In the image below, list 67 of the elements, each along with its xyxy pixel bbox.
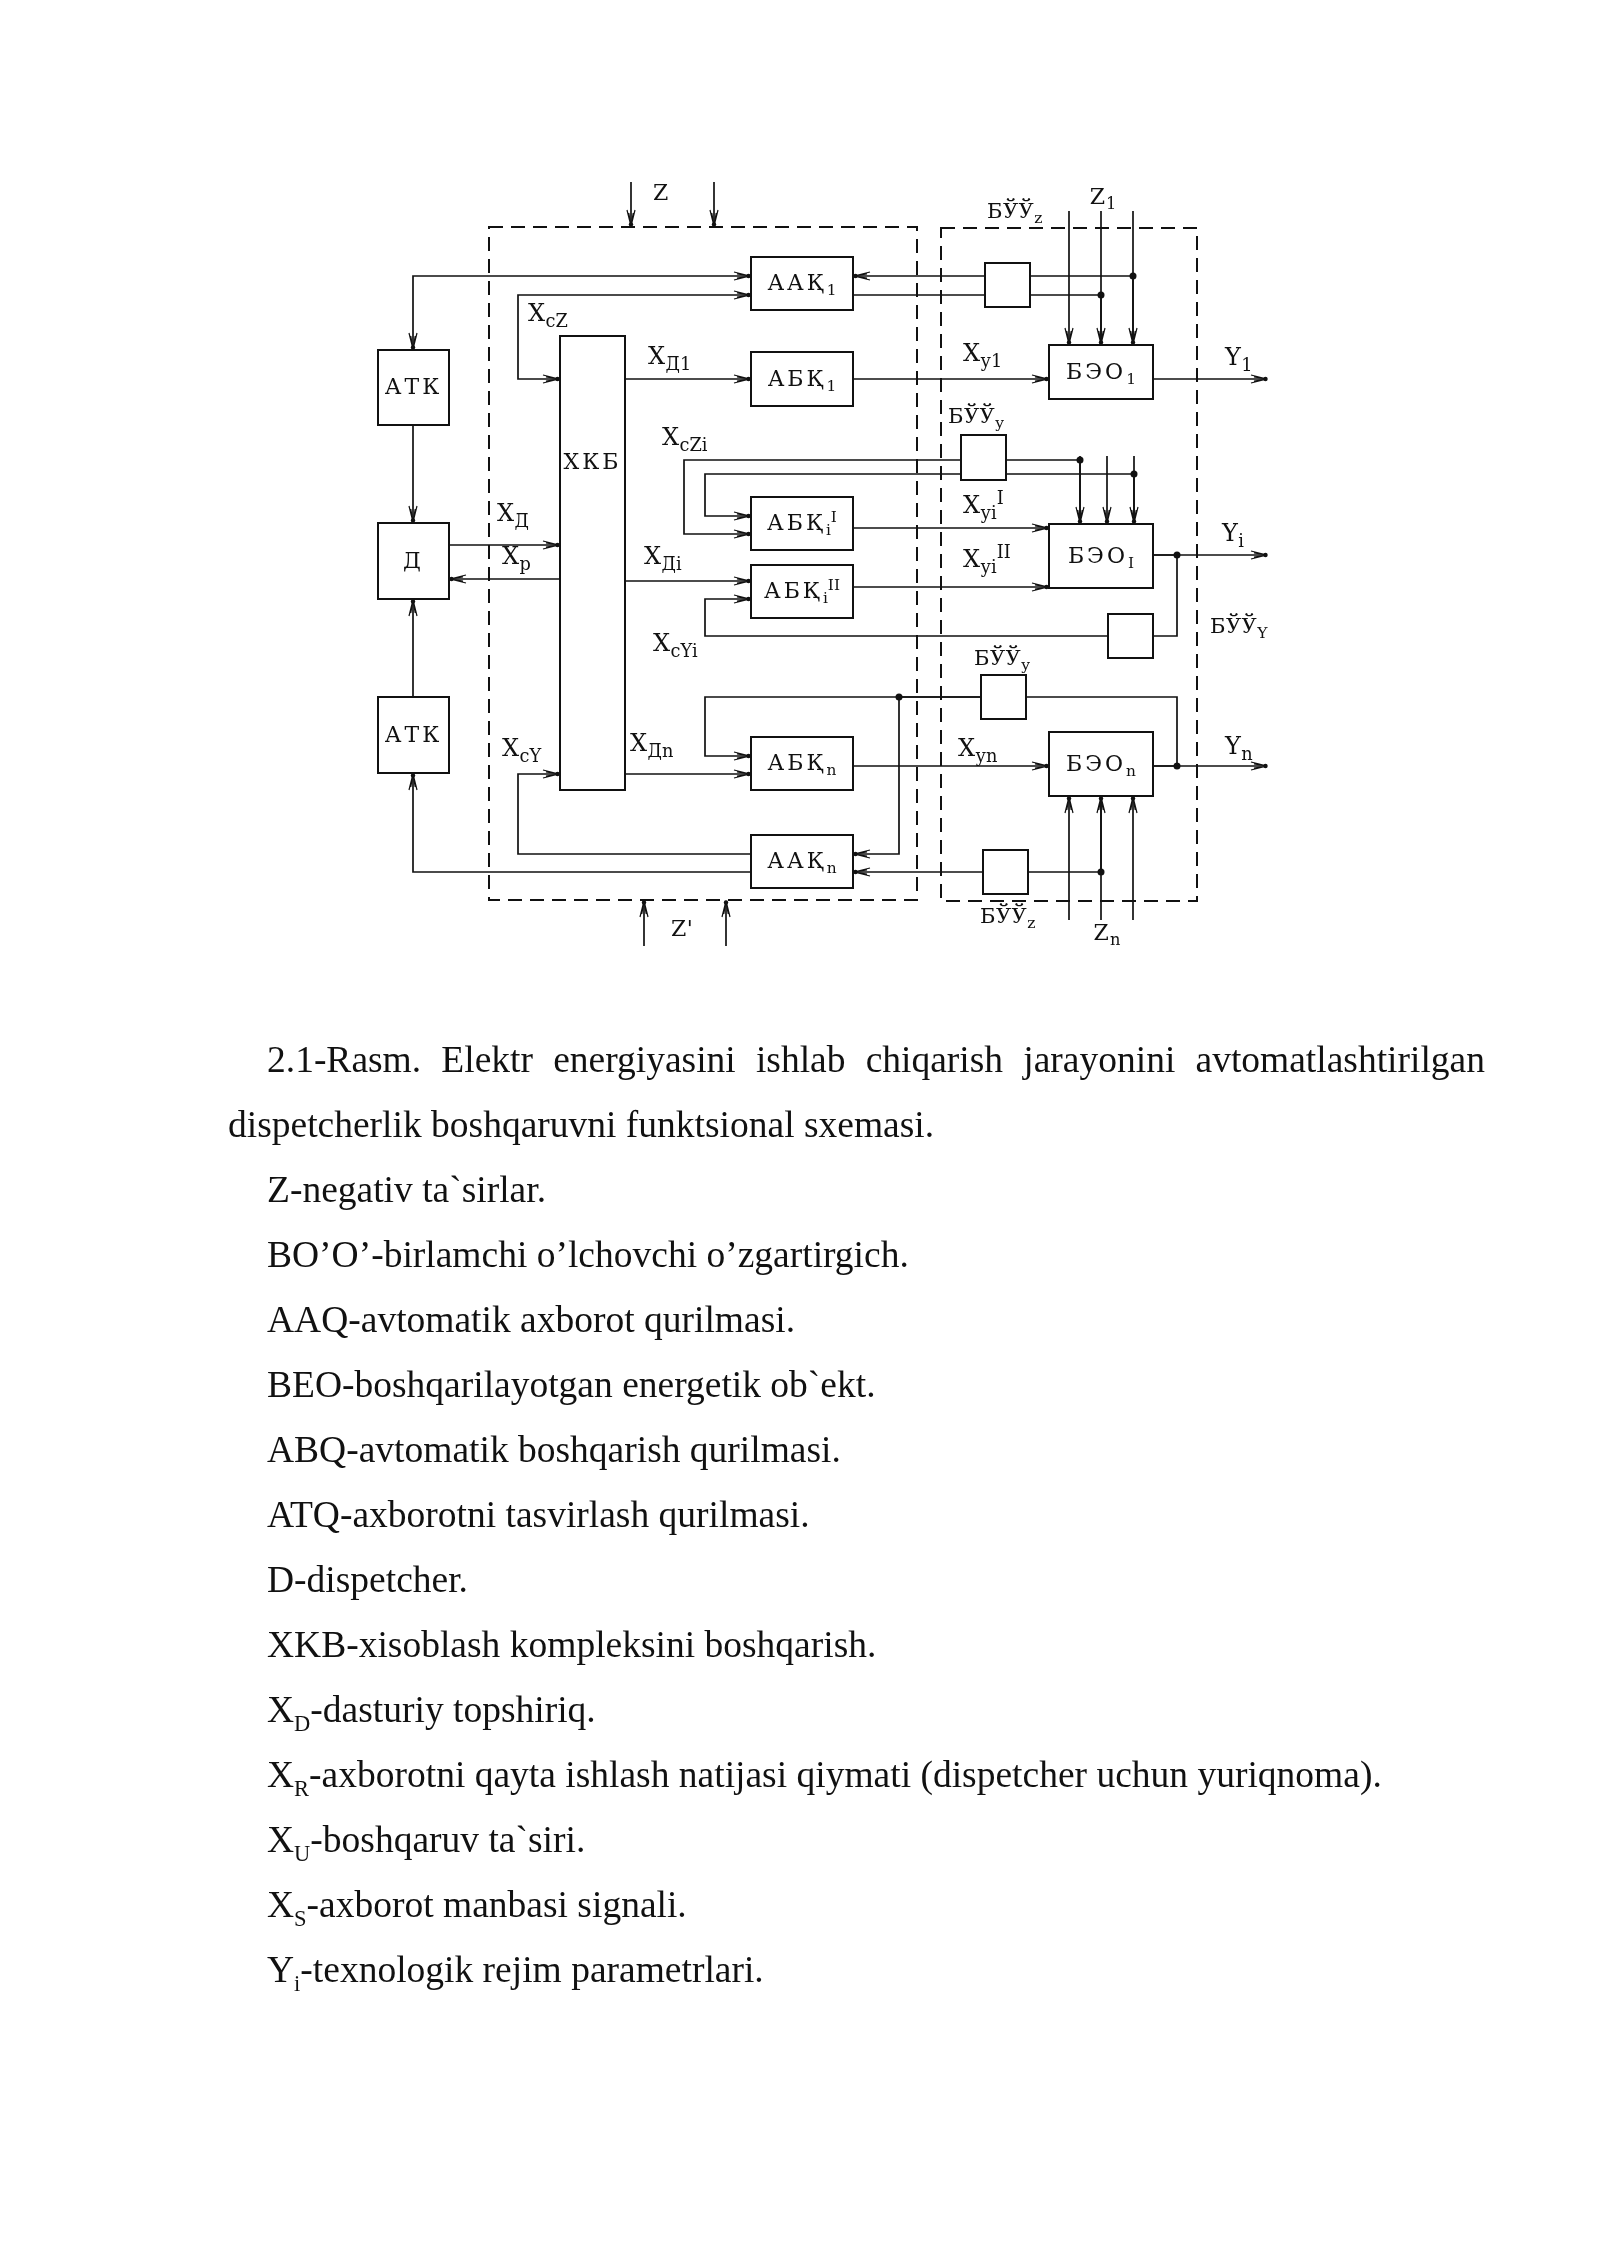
block-label: БЭО$_{n}$ — [1066, 750, 1136, 778]
symbol-label: Z' — [671, 916, 694, 942]
block-box — [1107, 613, 1154, 659]
signal-label: Х$_{Д}$ — [497, 500, 530, 528]
process-box — [750, 564, 854, 619]
dashed-boundary — [488, 226, 918, 901]
signal-label: Х$_{сYi}$ — [653, 630, 698, 658]
symbol-label: Z — [653, 180, 669, 206]
legend-note: ATQ-axborotni tasvirlash qurilmasi. — [267, 1493, 810, 1537]
signal-label: Y$_{1}$ — [1225, 344, 1253, 372]
process-box — [377, 696, 450, 774]
signal-label: Y$_{i}$ — [1222, 520, 1245, 548]
process-box — [377, 349, 450, 426]
block-label: ААҚ$_{1}$ — [767, 270, 837, 297]
block-box — [984, 262, 1031, 308]
unit-label: БЎЎ$_{y}$ — [948, 404, 1005, 429]
legend-note: X$_{S}$-axborot manbasi signali. — [267, 1883, 687, 1933]
block-label: БЭО$_{1}$ — [1066, 358, 1136, 386]
unit-label: БЎЎ$_{z}$ — [987, 199, 1043, 224]
block-box — [960, 434, 1007, 481]
symbol-label: Z$_{1}$ — [1089, 185, 1117, 210]
block-box — [982, 849, 1029, 895]
legend-note: X$_{U}$-boshqaruv ta`siri. — [267, 1818, 586, 1868]
process-box — [750, 736, 854, 791]
legend-note: Z-negativ ta`sirlar. — [267, 1168, 547, 1212]
signal-label: Y$_{n}$ — [1225, 733, 1253, 761]
block-box — [980, 674, 1027, 720]
legend-note: XKB-xisoblash kompleksini boshqarish. — [267, 1623, 877, 1667]
process-box — [1048, 731, 1154, 797]
legend-note: ABQ-avtomatik boshqarish qurilmasi. — [267, 1428, 841, 1472]
legend-note: Y$_{i}$-texnologik rejim parametrlari. — [267, 1948, 764, 1998]
signal-label: Х$_{сZi}$ — [662, 424, 708, 452]
block-label: АБҚ$_{n}$ — [767, 750, 837, 777]
legend-note: D-dispetcher. — [267, 1558, 468, 1602]
block-label: БЭО$_{I}$ — [1067, 542, 1135, 570]
process-box — [750, 256, 854, 311]
process-box — [750, 496, 854, 551]
signal-label: Х$_{сZ}$ — [528, 300, 568, 328]
process-box — [750, 834, 854, 889]
connector-line — [853, 294, 985, 296]
legend-note: AAQ-avtomatik axborot qurilmasi. — [267, 1298, 796, 1342]
signal-label: Х$_{Дn}$ — [630, 730, 674, 758]
block-label: АТК — [384, 374, 443, 401]
block-label: ХКБ — [563, 449, 622, 476]
unit-label: БЎЎ$_{y}$ — [974, 646, 1031, 671]
legend-note: BO’O’-birlamchi o’lchovchi o’zgartirgich. — [267, 1233, 909, 1277]
connector-line — [1153, 554, 1178, 637]
symbol-label: Z$_{n}$ — [1093, 921, 1121, 946]
block-label: ААҚ$_{n}$ — [767, 848, 837, 875]
process-box — [1048, 523, 1154, 589]
dashed-boundary — [940, 227, 1198, 902]
legend-note: X$_{R}$-axborotni qayta ishlash natijasi qiymati (dispetcher uchun yuriqnoma). — [267, 1753, 1382, 1803]
unit-label: БЎЎ$_{Y}$ — [1210, 614, 1268, 639]
signal-label: Х$_{Д1}$ — [648, 343, 692, 371]
block-label: Д — [403, 547, 424, 575]
unit-label: БЎЎ$_{z}$ — [980, 904, 1036, 929]
legend-note: BEO-boshqarilayotgan energetik ob`ekt. — [267, 1363, 876, 1407]
process-box — [1048, 344, 1154, 400]
signal-label: Х$_{Дi}$ — [644, 543, 682, 571]
figure-caption: 2.1-Rasm. Elektr energiyasini ishlab chiqarish jarayonini avtomatlashtirilgan dispetcherlik boshqaruvni funktsional sxemasi. — [228, 1038, 1485, 1147]
legend-note: X$_{D}$-dasturiy topshiriq. — [267, 1688, 596, 1738]
block-label: АБҚ$_{1}$ — [767, 365, 837, 393]
process-box — [377, 522, 450, 600]
block-label: АТК — [384, 721, 443, 749]
signal-label: Х$_{сY}$ — [502, 735, 542, 763]
process-box — [559, 335, 626, 791]
process-box — [750, 351, 854, 407]
